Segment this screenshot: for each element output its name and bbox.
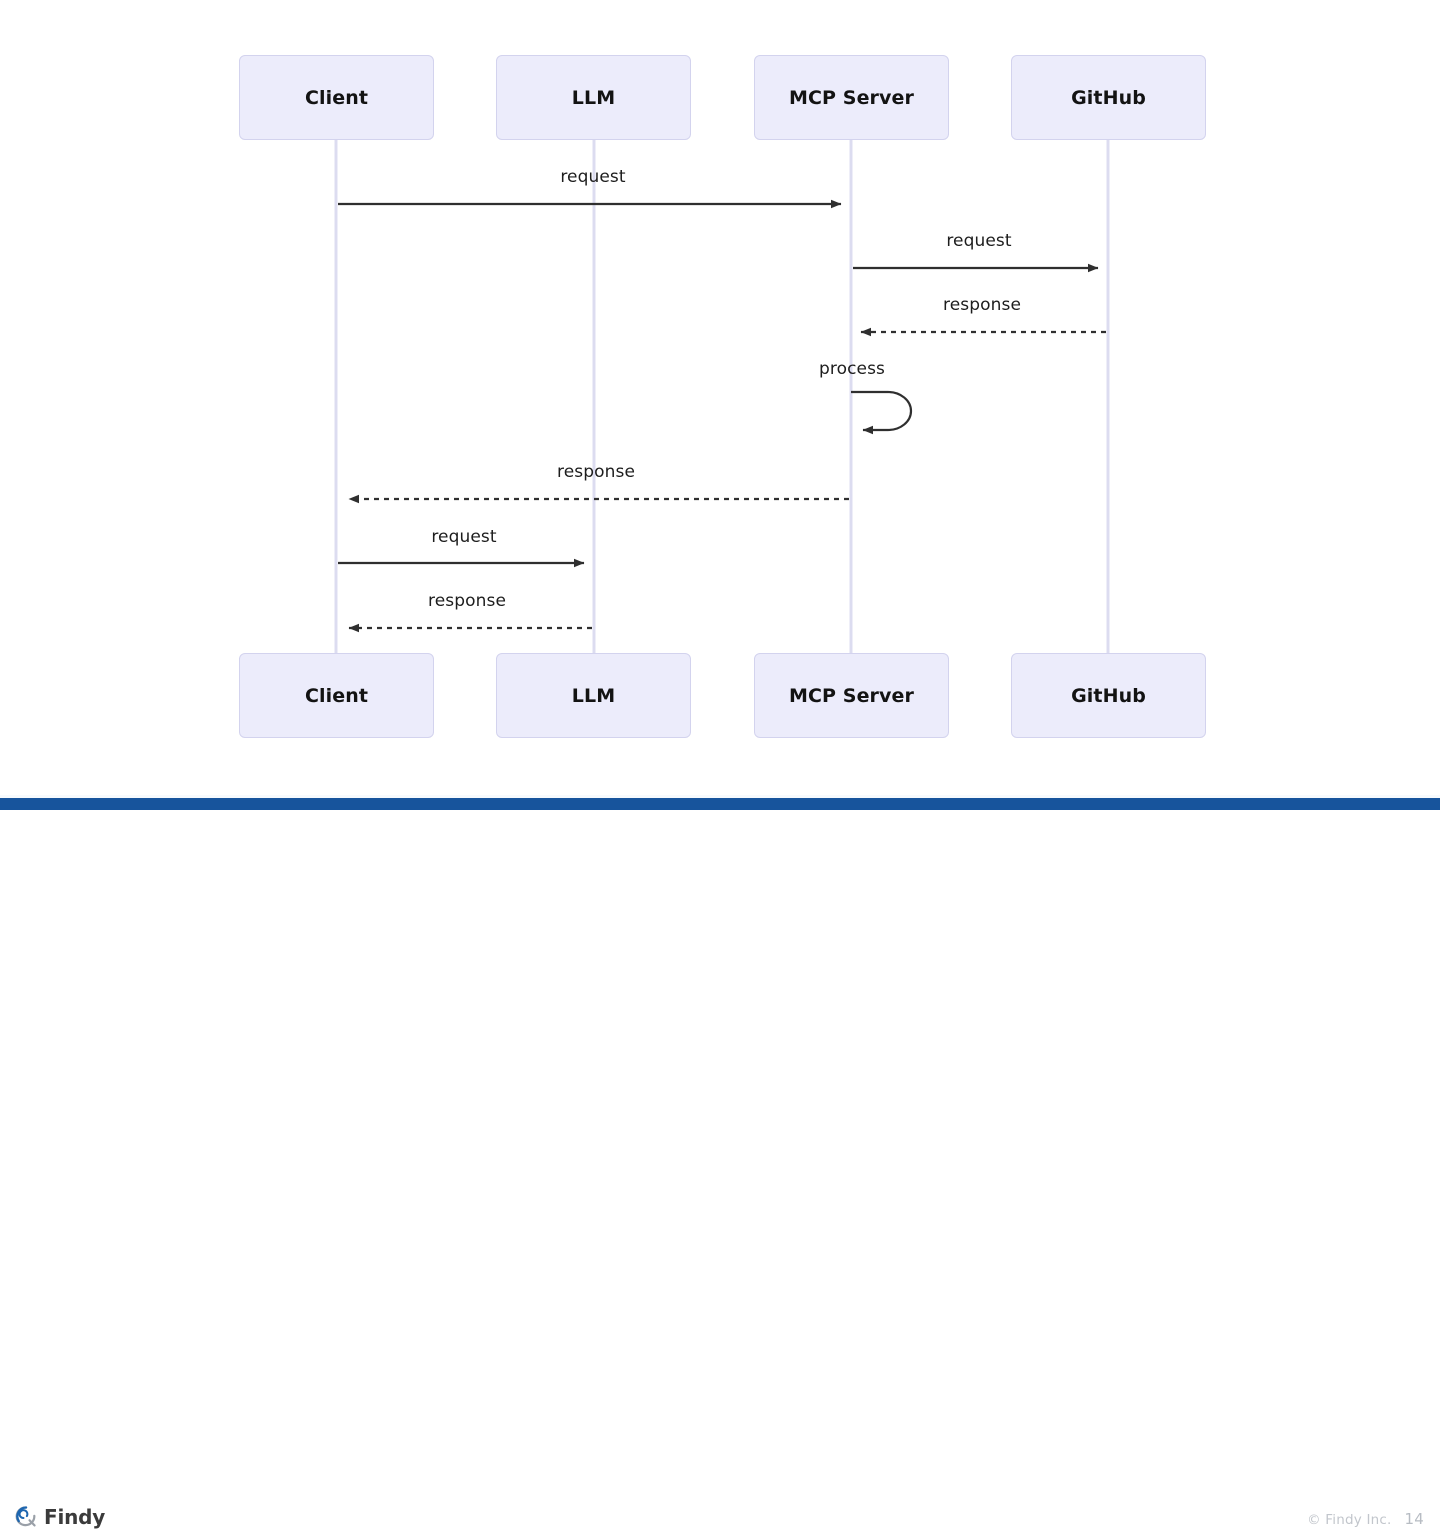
- participant-box-mcp-server-top[interactable]: MCP Server: [754, 55, 949, 140]
- participant-label-github-top: GitHub: [1071, 86, 1146, 109]
- participant-box-github-top[interactable]: GitHub: [1011, 55, 1206, 140]
- participant-label-llm-bottom: LLM: [571, 684, 616, 707]
- participant-box-github-bottom[interactable]: GitHub: [1011, 653, 1206, 738]
- bottom-bar-highlight: [0, 795, 1440, 798]
- findy-logo-mark: [15, 1506, 36, 1527]
- slide-canvas: Client LLM MCP Server GitHub Client LLM …: [0, 55, 1440, 1528]
- participant-box-llm-top[interactable]: LLM: [496, 55, 691, 140]
- findy-logo-text: Findy: [44, 1504, 106, 1529]
- message-arrows: [338, 199, 1106, 633]
- message-label-request-mcp-github: request: [946, 231, 1012, 251]
- participant-label-mcp-server-bottom: MCP Server: [789, 684, 914, 707]
- message-arrow-process-self-loop: [851, 390, 913, 435]
- participant-box-client-bottom[interactable]: Client: [239, 653, 434, 738]
- participant-box-mcp-server-bottom[interactable]: MCP Server: [754, 653, 949, 738]
- message-label-request-client-llm: request: [431, 527, 497, 547]
- message-label-response-github-mcp: response: [942, 295, 1022, 315]
- page-number: 14: [1404, 1510, 1424, 1528]
- participant-label-github-bottom: GitHub: [1071, 684, 1146, 707]
- participant-label-client-top: Client: [304, 86, 369, 109]
- message-label-response-mcp-client: response: [556, 462, 636, 482]
- lifelines: [334, 140, 1110, 655]
- message-label-process-self: process: [818, 359, 886, 379]
- message-label-response-llm-client: response: [427, 591, 507, 611]
- copyright-text: © Findy Inc.: [1307, 1512, 1392, 1528]
- footer-right-group: © Findy Inc. 14: [1307, 1510, 1424, 1528]
- findy-logo: Findy: [14, 1505, 105, 1528]
- participant-label-llm-top: LLM: [571, 86, 616, 109]
- participant-box-llm-bottom[interactable]: LLM: [496, 653, 691, 738]
- slide-footer: Findy © Findy Inc. 14: [0, 748, 1440, 1528]
- sequence-diagram: [334, 140, 1110, 655]
- participant-label-mcp-server-top: MCP Server: [789, 86, 914, 109]
- message-label-request-client-mcp: request: [560, 167, 626, 187]
- bottom-accent-bar: [0, 798, 1440, 810]
- participant-label-client-bottom: Client: [304, 684, 369, 707]
- participant-box-client-top[interactable]: Client: [239, 55, 434, 140]
